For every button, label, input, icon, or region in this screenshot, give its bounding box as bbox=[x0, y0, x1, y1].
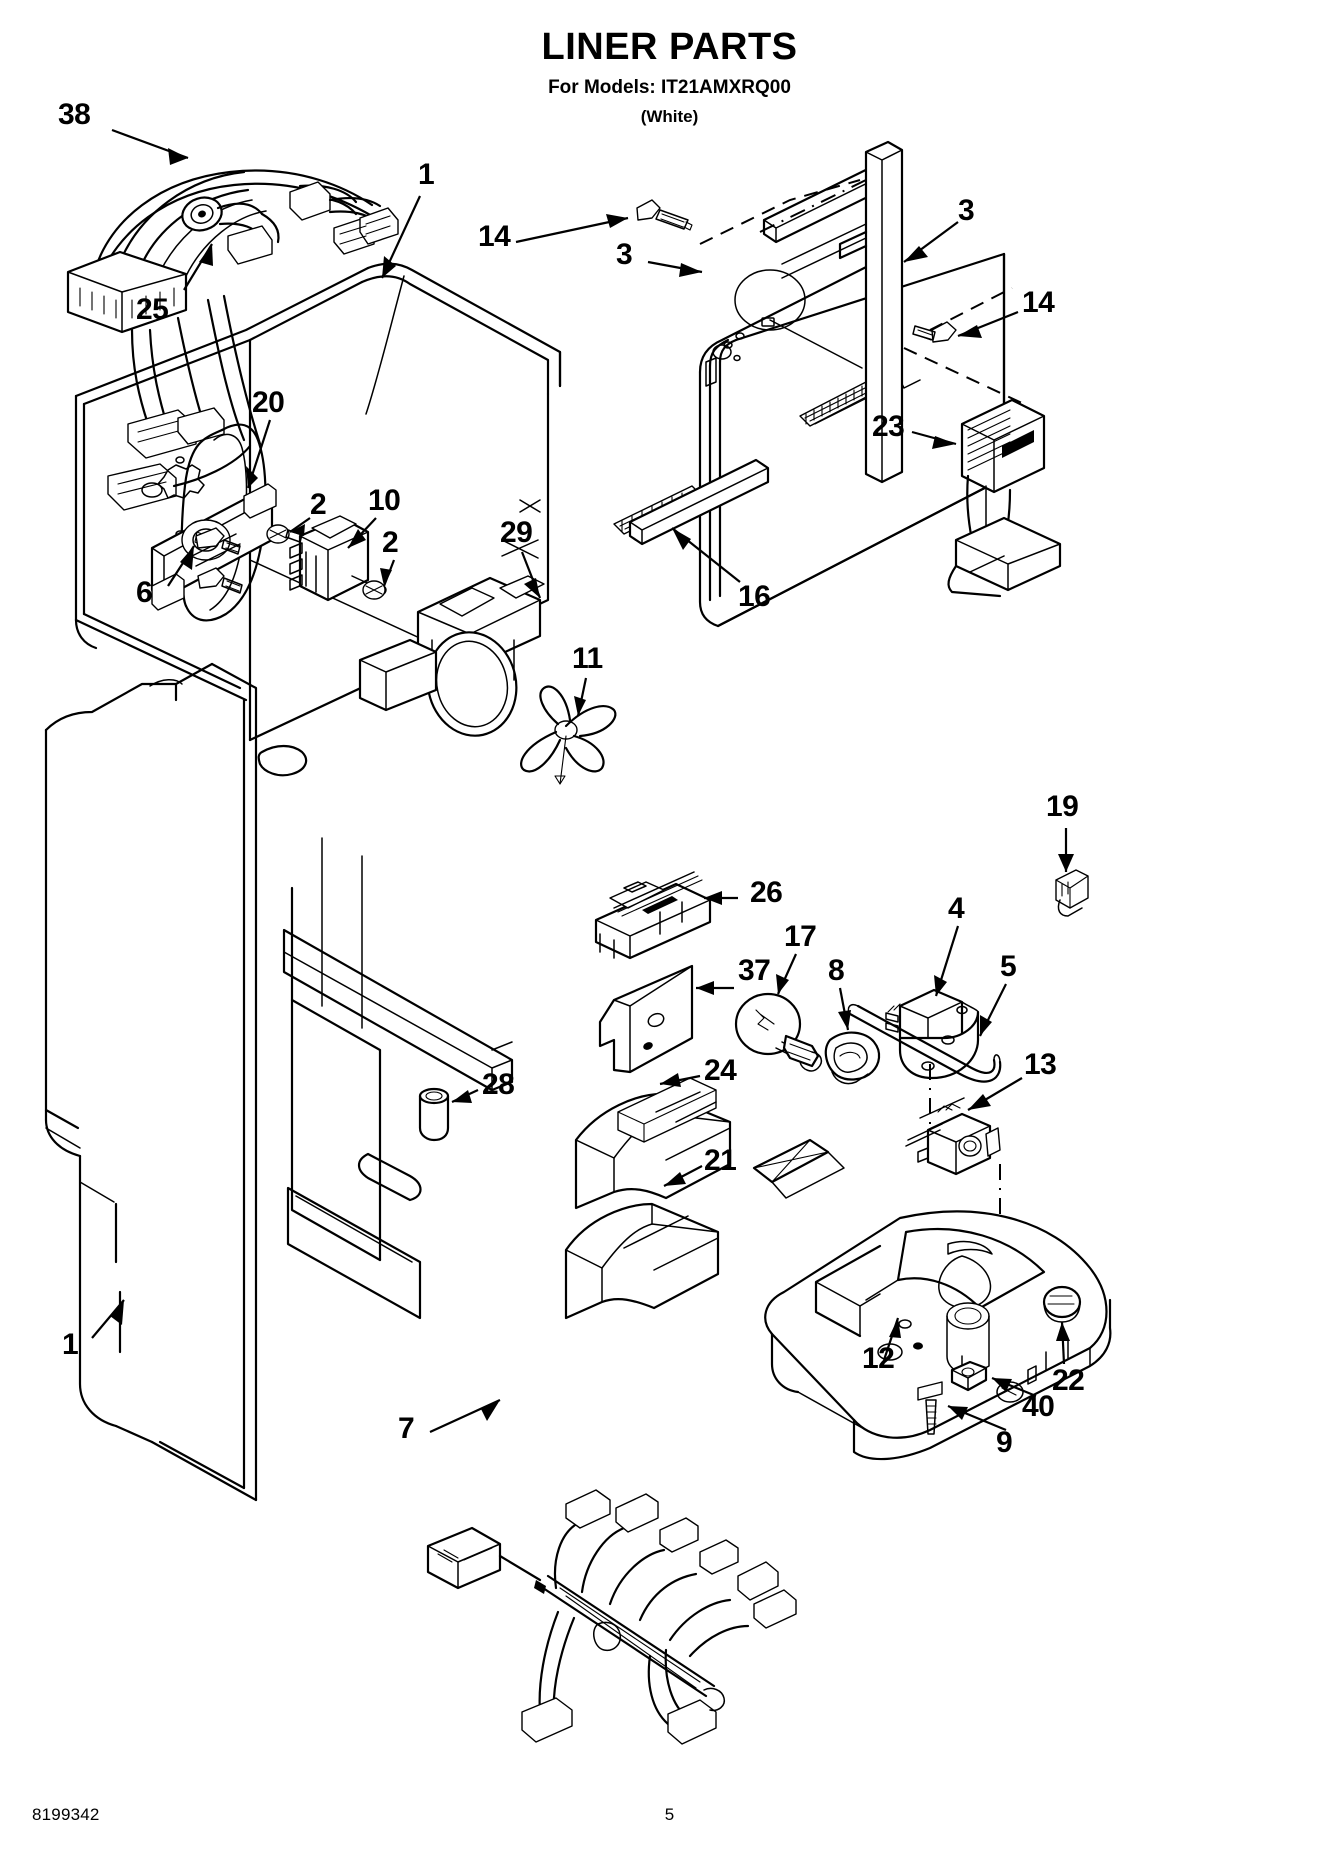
callout-23: 23 bbox=[872, 410, 905, 443]
part-defrost-thermostat-switch bbox=[906, 1098, 1000, 1174]
callout-14-upper: 14 bbox=[478, 220, 511, 253]
part-air-duct-upper bbox=[576, 1078, 730, 1208]
models-label: For Models: bbox=[548, 77, 656, 98]
part-duct-flange bbox=[754, 1140, 844, 1198]
page-title: LINER PARTS bbox=[541, 26, 798, 68]
color-variant: (White) bbox=[640, 107, 699, 126]
part-main-wire-harness bbox=[428, 1490, 796, 1744]
callout-22: 22 bbox=[1052, 1364, 1085, 1397]
part-thermostat-control bbox=[290, 516, 386, 600]
callout-4: 4 bbox=[948, 892, 965, 925]
callout-2-right: 2 bbox=[382, 526, 399, 559]
callout-7: 7 bbox=[398, 1412, 415, 1445]
callout-37: 37 bbox=[738, 954, 771, 987]
part-evaporator-fan-shroud bbox=[360, 576, 544, 744]
leader-lines bbox=[92, 196, 1074, 1432]
part-screw-rear-panel-right bbox=[913, 322, 956, 342]
callout-20: 20 bbox=[252, 386, 285, 419]
part-screw-right bbox=[363, 581, 385, 599]
part-air-tower-duct bbox=[949, 400, 1060, 596]
part-air-duct-lower bbox=[566, 1204, 718, 1318]
part-nut-washer bbox=[952, 1362, 986, 1390]
leader-lines-harness bbox=[112, 130, 213, 290]
callout-29: 29 bbox=[500, 516, 533, 549]
part-roller-spacer bbox=[420, 1089, 448, 1140]
part-light-bulb bbox=[736, 994, 821, 1071]
callout-3-left: 3 bbox=[616, 238, 633, 271]
callout-21: 21 bbox=[704, 1144, 737, 1177]
callout-9: 9 bbox=[996, 1426, 1013, 1459]
callout-19: 19 bbox=[1046, 790, 1079, 823]
callout-3-right: 3 bbox=[958, 194, 975, 227]
models-line: For Models: IT21AMXRQ00 bbox=[0, 78, 1339, 97]
assembly-guide-dashes bbox=[700, 180, 1024, 404]
part-bulb-socket-clip bbox=[826, 1033, 879, 1084]
callout-14-right: 14 bbox=[1022, 286, 1055, 319]
callout-2-left: 2 bbox=[310, 488, 327, 521]
part-frame-upright bbox=[770, 142, 902, 482]
callout-10: 10 bbox=[368, 484, 401, 517]
callout-25: 25 bbox=[136, 293, 169, 326]
callout-12: 12 bbox=[862, 1342, 895, 1375]
callout-17: 17 bbox=[784, 920, 817, 953]
part-plug-button bbox=[1044, 1287, 1080, 1322]
part-damper-control-assembly bbox=[152, 484, 276, 610]
callout-11: 11 bbox=[572, 642, 603, 675]
model-number: IT21AMXRQ00 bbox=[661, 77, 791, 98]
callout-1-bottom: 1 bbox=[62, 1328, 79, 1361]
diagram-header: LINER PARTS For Models: IT21AMXRQ00 (Whi… bbox=[0, 0, 1339, 125]
footer-page-number: 5 bbox=[664, 1805, 675, 1824]
part-evaporator-fan-blade bbox=[521, 686, 615, 784]
callout-24: 24 bbox=[704, 1054, 737, 1087]
callout-16: 16 bbox=[738, 580, 771, 613]
part-wire-harness-upper bbox=[68, 171, 398, 510]
callout-5: 5 bbox=[1000, 950, 1017, 983]
part-light-switch-housing bbox=[596, 872, 710, 958]
callout-1-top: 1 bbox=[418, 158, 435, 191]
callout-13: 13 bbox=[1024, 1048, 1057, 1081]
part-drain-pan-base bbox=[765, 1211, 1110, 1459]
footer-document-number: 8199342 bbox=[32, 1805, 100, 1824]
part-screw-damper bbox=[198, 568, 242, 593]
part-liner-cabinet-lower bbox=[46, 664, 512, 1500]
part-screw-left bbox=[267, 525, 302, 543]
part-screw-rear-panel-upper bbox=[637, 200, 692, 230]
callout-6: 6 bbox=[136, 576, 153, 609]
callout-40: 40 bbox=[1022, 1390, 1055, 1423]
part-rail-left bbox=[630, 460, 768, 544]
callout-8: 8 bbox=[828, 954, 845, 987]
callout-26: 26 bbox=[750, 876, 783, 909]
callout-28: 28 bbox=[482, 1068, 515, 1101]
callout-38: 38 bbox=[58, 98, 91, 131]
part-clip-retainer bbox=[1056, 870, 1088, 916]
part-screw-drain-pan bbox=[918, 1382, 942, 1434]
part-insulation-baffle bbox=[600, 966, 692, 1072]
